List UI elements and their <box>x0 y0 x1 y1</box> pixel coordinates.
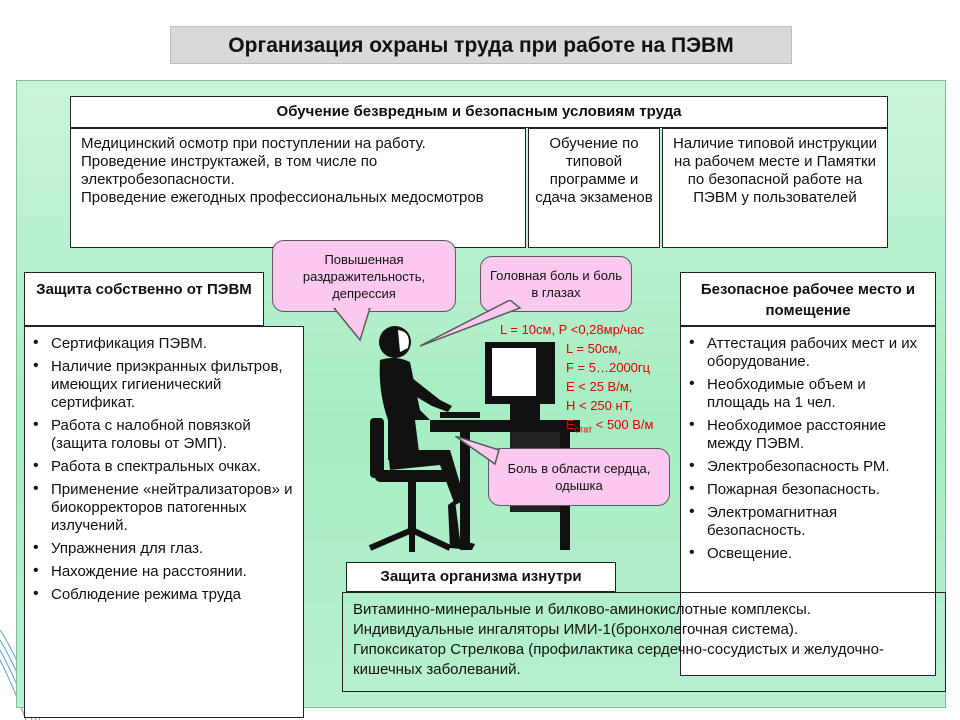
inner-protection-header: Защита организма изнутри <box>346 562 616 592</box>
list-item: Освещение. <box>681 544 929 563</box>
limit-symbol: E <box>566 417 575 432</box>
heart-text: Боль в области сердца, одышка <box>507 461 651 493</box>
training-program-box: Обучение по типовой программе и сдача эк… <box>528 128 660 248</box>
irritability-bubble-tail <box>333 308 371 342</box>
inner-protection-line: Индивидуальные ингаляторы ИМИ-1(бронхоле… <box>353 621 798 638</box>
training-medical-line: Проведение инструктажей, в том числе по … <box>81 153 378 188</box>
list-item: Применение «нейтрализаторов» и биокоррек… <box>25 480 297 535</box>
right-header: Безопасное рабочее место и помещение <box>680 272 936 326</box>
monitor-screen <box>492 348 536 396</box>
irritability-bubble: Повышенная раздражительность, депрессия <box>272 240 456 312</box>
list-item: Наличие приэкранных фильтров, имеющих ги… <box>25 357 297 412</box>
list-item: Упражнения для глаз. <box>25 539 297 558</box>
training-medical-line: Медицинский осмотр при поступлении на ра… <box>81 135 426 152</box>
page-title: Организация охраны труда при работе на П… <box>170 26 792 64</box>
training-instruction-box: Наличие типовой инструкции на рабочем ме… <box>662 128 888 248</box>
left-list: Сертификация ПЭВМ. Наличие приэкранных ф… <box>25 334 297 604</box>
emission-limits: L = 10см, P <0,28мр/час L = 50см, F = 5…… <box>500 320 680 440</box>
list-item: Нахождение на расстоянии. <box>25 562 297 581</box>
heart-bubble: Боль в области сердца, одышка <box>488 448 670 506</box>
irritability-text: Повышенная раздражительность, депрессия <box>302 251 426 301</box>
right-list-box: Аттестация рабочих мест и их оборудовани… <box>680 326 936 676</box>
limit-line: L = 10см, P <0,28мр/час <box>500 322 644 337</box>
inner-protection-line: Гипоксикатор Стрелкова (профилактика сер… <box>353 641 884 678</box>
list-item: Необходимое расстояние между ПЭВМ. <box>681 416 929 453</box>
list-item: Аттестация рабочих мест и их оборудовани… <box>681 334 929 371</box>
worker-at-computer-illustration <box>368 326 580 552</box>
worker-arm <box>398 370 452 412</box>
limit-line: E < 25 В/м, <box>566 379 633 394</box>
list-item: Работа с налобной повязкой (защита голов… <box>25 416 297 453</box>
left-header: Защита собственно от ПЭВМ <box>24 272 264 326</box>
limit-line: F = 5…2000гц <box>566 360 651 375</box>
chair-back <box>370 418 384 478</box>
training-program-text: Обучение по типовой программе и сдача эк… <box>535 135 653 206</box>
worker-legs <box>388 450 465 505</box>
limit-line: Eстат < 500 В/м <box>500 415 680 440</box>
list-item: Соблюдение режима труда <box>25 585 297 604</box>
chair-seat <box>375 470 450 482</box>
right-list: Аттестация рабочих мест и их оборудовани… <box>681 334 929 563</box>
training-medical-line: Проведение ежегодных профессиональных ме… <box>81 189 484 206</box>
training-medical-box: Медицинский осмотр при поступлении на ра… <box>70 128 526 248</box>
monitor-stand <box>510 404 540 420</box>
limit-line: L = 50см, <box>566 341 622 356</box>
keyboard <box>440 412 480 418</box>
limit-value: < 500 В/м <box>592 417 654 432</box>
list-item: Работа в спектральных очках. <box>25 457 297 476</box>
training-instruction-text: Наличие типовой инструкции на рабочем ме… <box>672 135 878 206</box>
chair-post <box>408 482 416 530</box>
headache-text: Головная боль и боль в глазах <box>489 268 623 300</box>
heart-bubble-tail <box>455 436 500 466</box>
chair-base <box>368 527 452 552</box>
list-item: Пожарная безопасность. <box>681 480 929 499</box>
worker-hips <box>388 420 420 460</box>
worker-shin <box>448 500 475 550</box>
desk-leg <box>460 432 470 550</box>
list-item: Сертификация ПЭВМ. <box>25 334 297 353</box>
worker-face <box>398 330 409 352</box>
training-header: Обучение безвредным и безопасным условия… <box>70 96 888 128</box>
list-item: Необходимые объем и площадь на 1 чел. <box>681 375 929 412</box>
inner-protection-box: Витаминно-минеральные и билково-аминокис… <box>342 592 946 692</box>
desk-top <box>430 420 580 432</box>
inner-protection-line: Витаминно-минеральные и билково-аминокис… <box>353 601 811 618</box>
limit-subscript: стат <box>574 424 593 435</box>
headache-bubble-tail <box>420 300 522 347</box>
limit-line: H < 250 нТ, <box>566 398 633 413</box>
left-list-box: Сертификация ПЭВМ. Наличие приэкранных ф… <box>24 326 304 718</box>
list-item: Электромагнитная безопасность. <box>681 503 929 540</box>
list-item: Электробезопасность РМ. <box>681 457 929 476</box>
